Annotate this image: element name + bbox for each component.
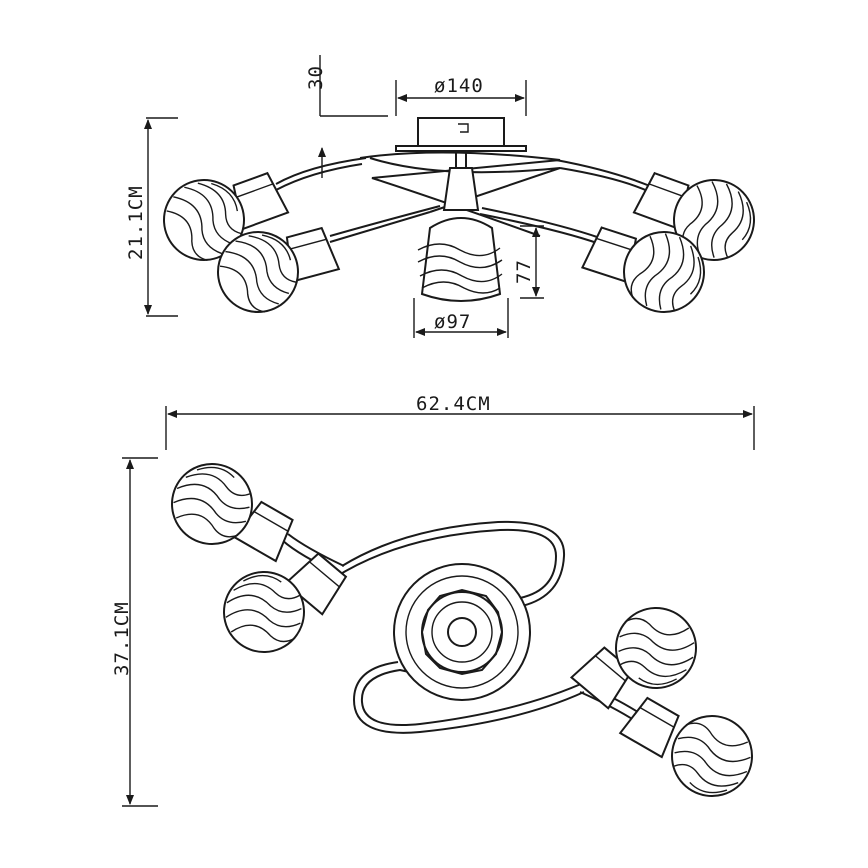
canopy-slot [458, 123, 469, 133]
arm-left-top [275, 163, 363, 191]
frame-loop-top-outer [341, 520, 566, 607]
center-shade [420, 217, 502, 302]
arm-left-top-2 [275, 157, 367, 185]
top-arm-1b [287, 533, 345, 567]
frame-loop-bottom-outer [352, 661, 585, 734]
arm-right-front [479, 213, 601, 245]
arm-left-front-2 [329, 205, 441, 237]
height-label: 21.1CM [125, 185, 147, 260]
center-ring [431, 601, 493, 663]
arm-left-front [329, 211, 431, 243]
shade-diameter-label: ø97 [434, 311, 471, 333]
center-shade-swirl-2 [417, 255, 503, 269]
shade-height-label: 77 [513, 259, 535, 284]
center-socket [442, 167, 480, 211]
canopy-plate [417, 117, 505, 149]
center-shade-swirl-3 [419, 269, 503, 283]
center-hub [447, 617, 477, 647]
arm-right-front-2 [481, 207, 601, 239]
arm-right-top [559, 167, 651, 193]
canopy-base [395, 145, 527, 152]
offset-label: 30 [305, 65, 327, 90]
center-shade-rim [420, 588, 504, 676]
canopy-inner [405, 575, 519, 689]
side-view: 30 ø140 ø97 [125, 55, 769, 338]
depth-label: 37.1CM [111, 601, 133, 676]
plate-diameter-label: ø140 [434, 75, 484, 97]
center-shade-swirl-4 [421, 281, 501, 294]
width-label: 62.4CM [416, 393, 491, 415]
arm-right-top-2 [555, 159, 651, 187]
top-view: 62.4CM 37.1CM [111, 393, 768, 812]
center-shade-swirl-1 [417, 243, 501, 257]
